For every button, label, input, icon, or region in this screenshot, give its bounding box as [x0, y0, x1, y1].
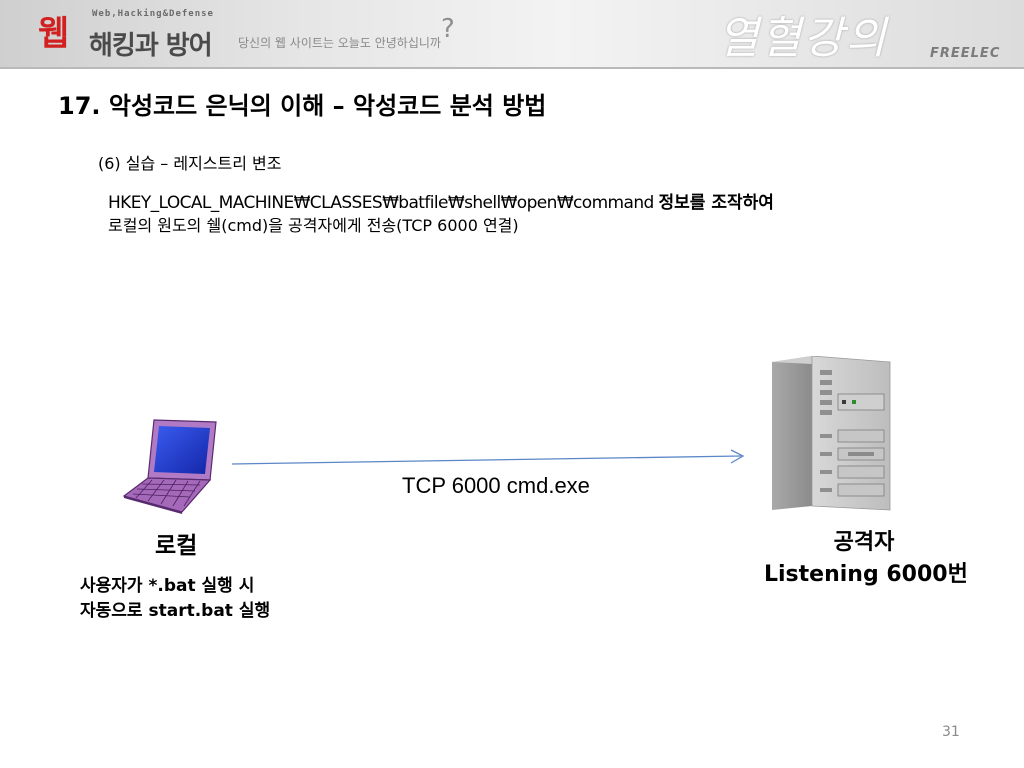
tagline: 당신의 웹 사이트는 오늘도 안녕하십니까 [238, 36, 441, 50]
slide-title: 17. 악성코드 은닉의 이해 – 악성코드 분석 방법 [58, 92, 547, 120]
attacker-listening: Listening 6000번 [764, 562, 968, 587]
registry-action: 정보를 조작하여 [658, 193, 774, 213]
publisher-logo: FREELEC [930, 46, 1001, 61]
logo-web: 웹 [38, 14, 69, 54]
local-desc-line1: 사용자가 *.bat 실행 시 [80, 576, 255, 596]
laptop-icon [122, 419, 217, 514]
header-banner: 웹 Web,Hacking&Defense 해킹과 방어 당신의 웹 사이트는 … [0, 0, 1024, 68]
local-desc-line2: 자동으로 start.bat 실행 [80, 601, 271, 621]
logo-title: 해킹과 방어 [89, 31, 213, 61]
header-divider [0, 67, 1024, 69]
attacker-label: 공격자 Listening 6000번 [764, 527, 968, 591]
registry-key: HKEY_LOCAL_MACHINE₩CLASSES₩batfile₩shell… [108, 193, 654, 213]
connection-label: TCP 6000 cmd.exe [402, 473, 590, 498]
registry-line: HKEY_LOCAL_MACHINE₩CLASSES₩batfile₩shell… [108, 188, 774, 213]
local-label: 로컬 [155, 533, 198, 559]
attacker-title: 공격자 [833, 530, 895, 555]
tagline-question-mark: ? [441, 14, 455, 44]
page-number: 31 [942, 724, 960, 740]
slide-subtitle: (6) 실습 – 레지스트리 변조 [98, 154, 282, 173]
brush-logo: 열혈강의 [718, 13, 888, 64]
local-description: 사용자가 *.bat 실행 시 자동으로 start.bat 실행 [80, 574, 270, 624]
description-line: 로컬의 원도의 쉘(cmd)을 공격자에게 전송(TCP 6000 연결) [108, 216, 519, 235]
server-icon [772, 356, 892, 511]
logo-subtitle: Web,Hacking&Defense [92, 9, 214, 19]
